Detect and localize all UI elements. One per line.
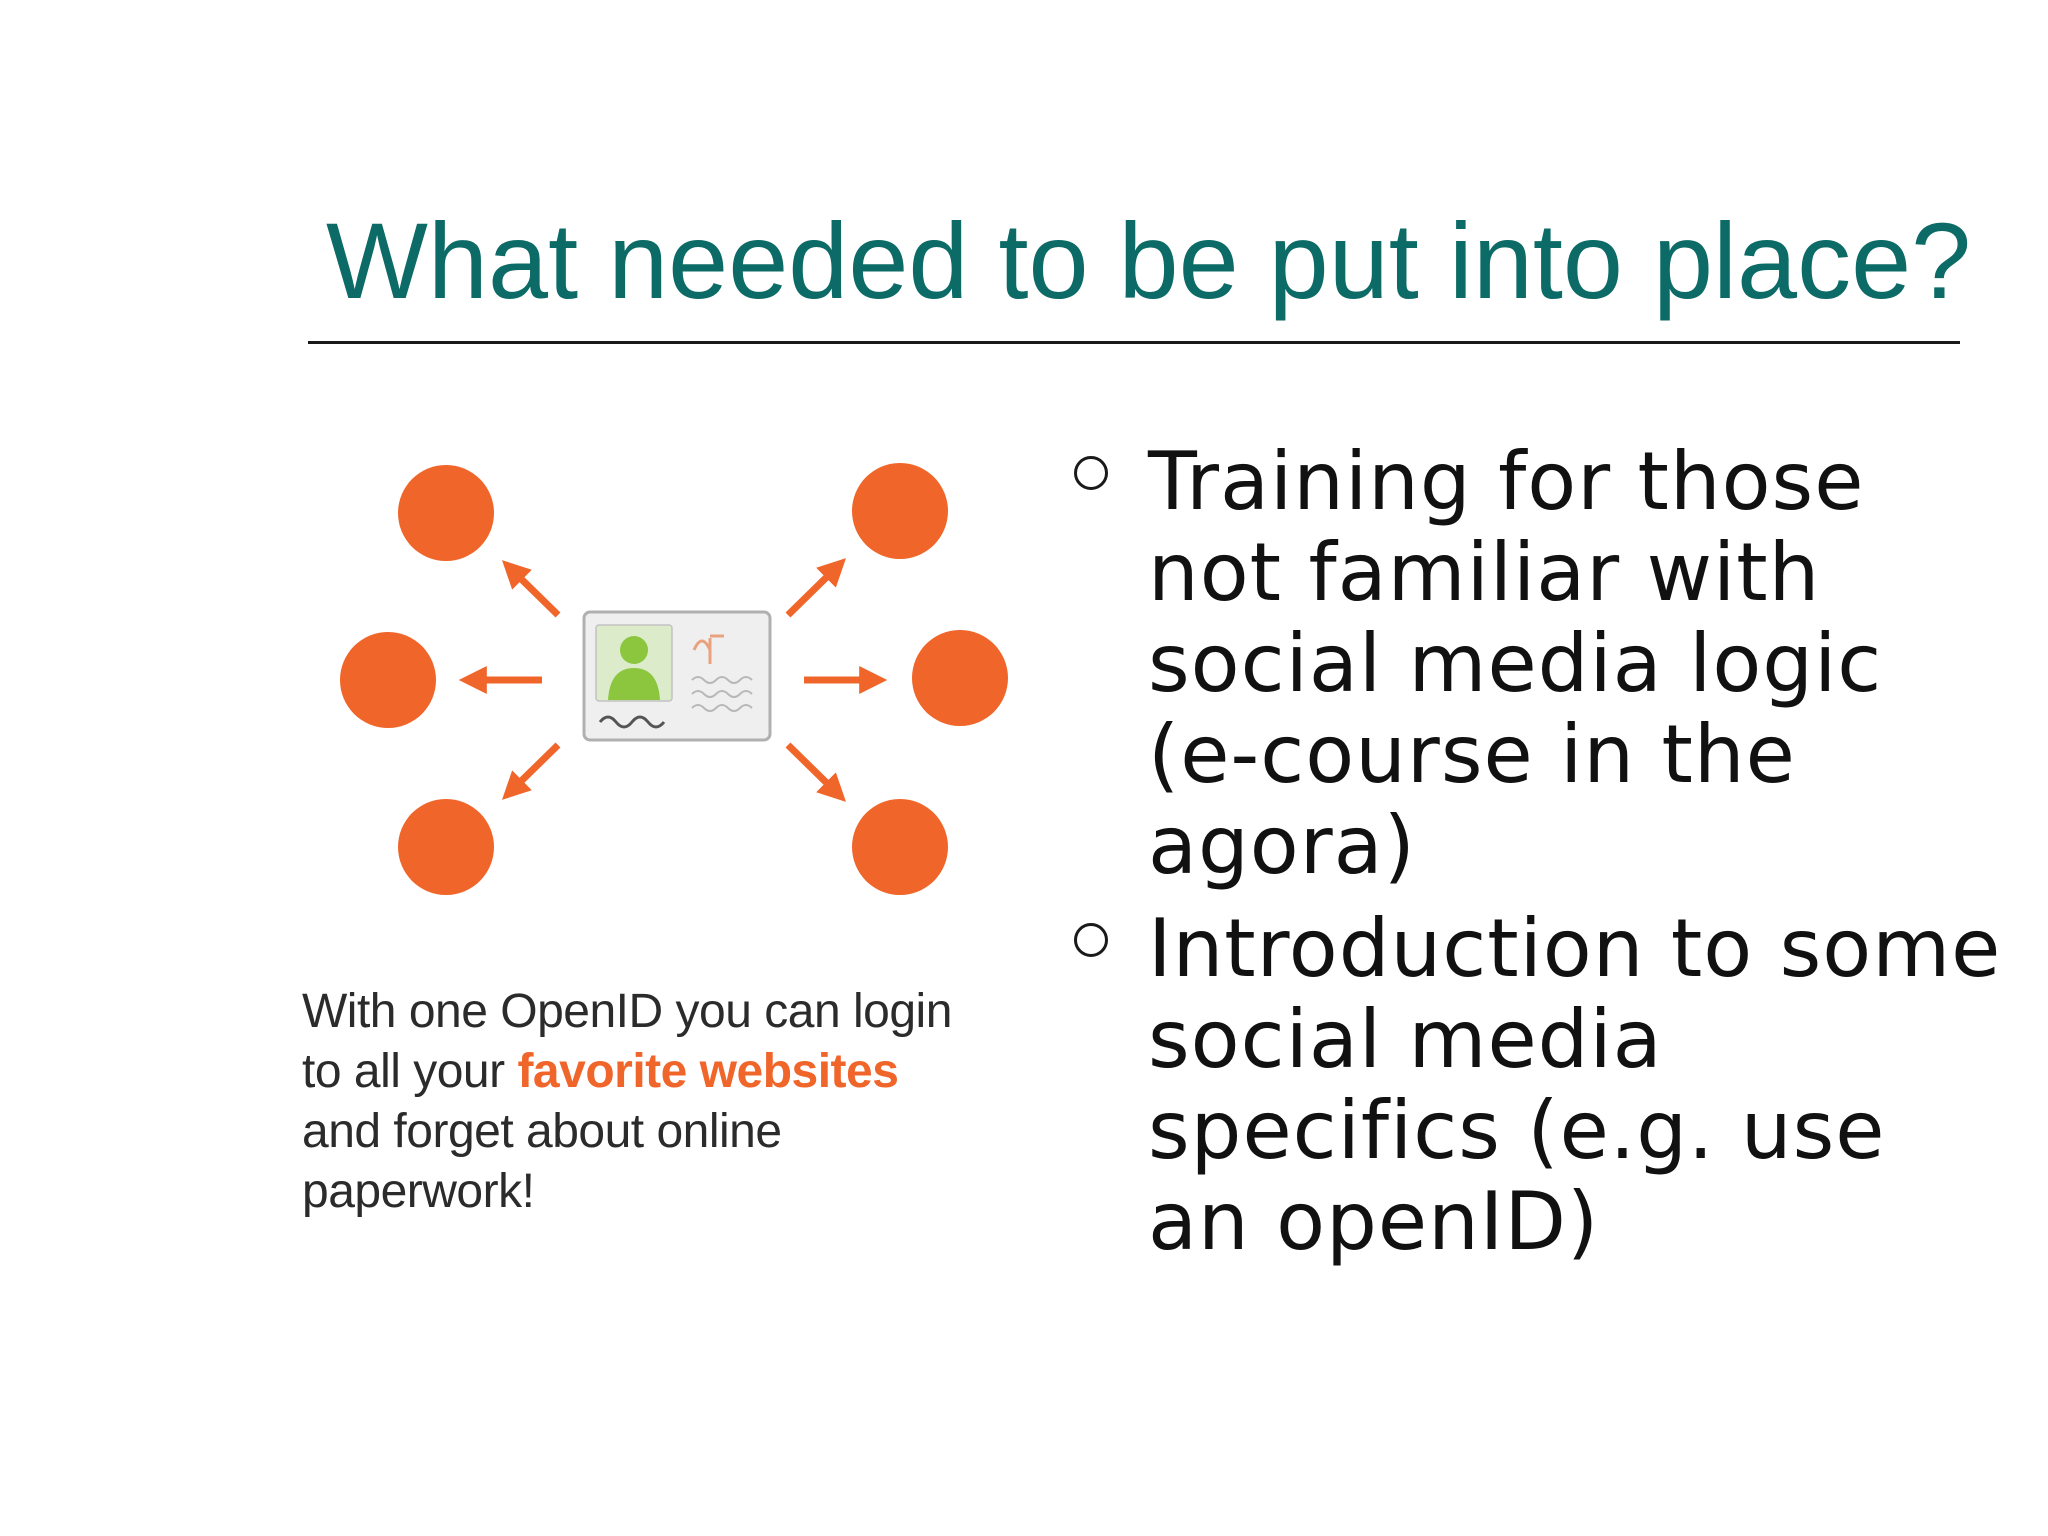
bullet-text: Training for those not familiar with soc… bbox=[1148, 435, 1883, 892]
caption-part-2: and forget about online paperwork! bbox=[302, 1105, 782, 1218]
bullet-text: Introduction to some social media specif… bbox=[1148, 902, 2002, 1268]
openid-caption: With one OpenID you can login to all you… bbox=[302, 982, 962, 1222]
circle-bullet-icon bbox=[1074, 923, 1108, 957]
caption-highlight: favorite websites bbox=[517, 1045, 899, 1098]
website-node-mid-left-icon bbox=[340, 632, 436, 728]
arrow-top-left-icon bbox=[501, 560, 561, 618]
website-node-bottom-left-icon bbox=[398, 799, 494, 895]
website-node-bottom-right-icon bbox=[852, 799, 948, 895]
openid-figure bbox=[318, 400, 1018, 1530]
website-node-top-right-icon bbox=[852, 463, 948, 559]
bullet-item: Introduction to some social media specif… bbox=[1068, 903, 2008, 1267]
arrow-bottom-right-icon bbox=[785, 742, 846, 802]
arrow-top-right-icon bbox=[785, 558, 846, 618]
title-divider bbox=[308, 341, 1960, 344]
slide-title: What needed to be put into place? bbox=[326, 200, 1972, 321]
circle-bullet-icon bbox=[1074, 456, 1108, 490]
bullet-list: Training for those not familiar with soc… bbox=[1068, 436, 2008, 1279]
arrow-bottom-left-icon bbox=[501, 742, 561, 800]
openid-card-icon bbox=[582, 610, 772, 742]
openid-diagram bbox=[340, 463, 1008, 895]
website-node-mid-right-icon bbox=[912, 630, 1008, 726]
bullet-item: Training for those not familiar with soc… bbox=[1068, 436, 2008, 891]
caption-part-1: With one OpenID you can login to all you… bbox=[302, 985, 952, 1098]
website-node-top-left-icon bbox=[398, 465, 494, 561]
